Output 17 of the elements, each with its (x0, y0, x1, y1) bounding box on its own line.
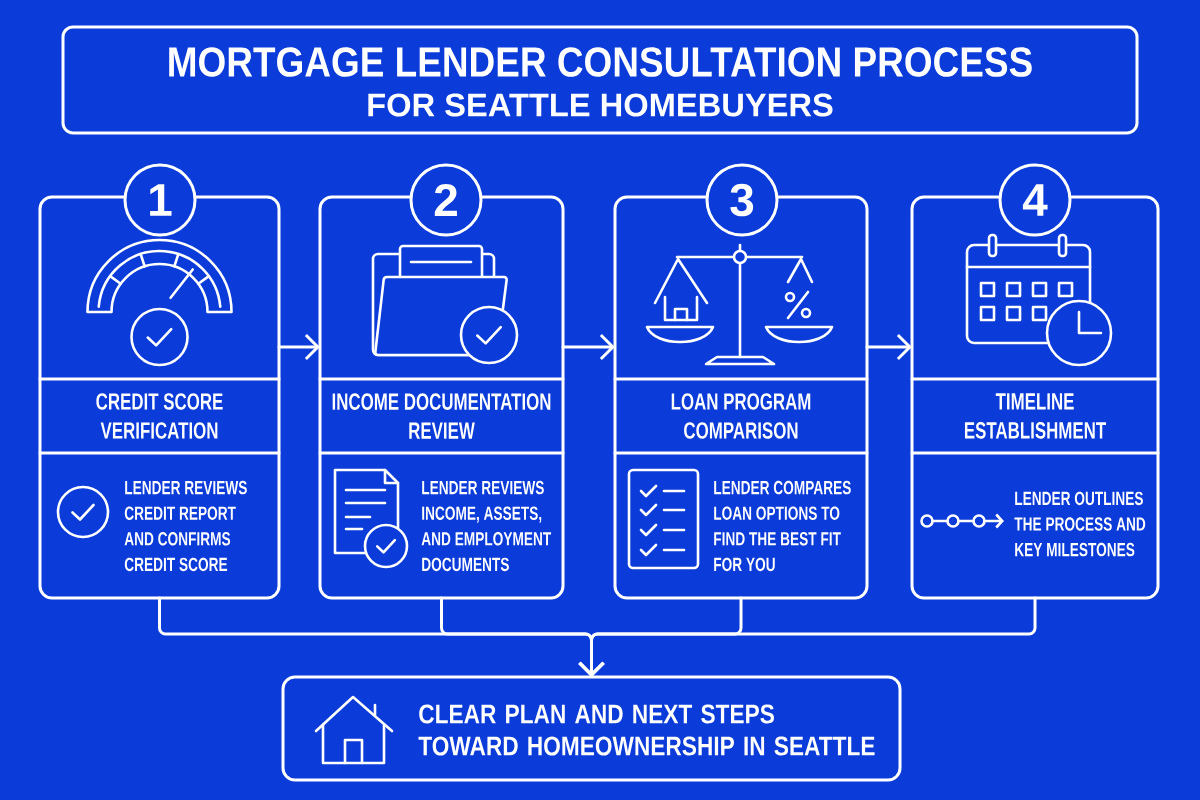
step-description: LENDER OUTLINES THE PROCESS AND KEY MILESTONES (1014, 491, 1146, 557)
result-text: CLEAR PLAN AND NEXT STEPS TOWARD HOMEOWNERSHIP IN SEATTLE (418, 704, 875, 756)
step-heading: CREDIT SCORE VERIFICATION (96, 393, 223, 439)
step-heading: TIMELINE ESTABLISHMENT (964, 393, 1106, 439)
step-heading: INCOME DOCUMENTATION REVIEW (332, 393, 551, 439)
step-heading: LOAN PROGRAM COMPARISON (671, 393, 811, 439)
arrow (277, 333, 320, 361)
arrow (561, 333, 615, 361)
step-description: LENDER REVIEWS CREDIT REPORT AND CONFIRMS CREDIT SCORE (124, 480, 247, 572)
title: MORTGAGE LENDER CONSULTATION PROCESS (169, 47, 1032, 77)
result-box (281, 675, 902, 782)
subtitle: FOR SEATTLE HOMEBUYERS (368, 93, 833, 117)
step-description: LENDER REVIEWS INCOME, ASSETS, AND EMPLOYMENT DOCUMENTS (421, 480, 552, 572)
title-banner (61, 25, 1139, 135)
arrow (578, 596, 1037, 677)
step-description: LENDER COMPARES LOAN OPTIONS TO FIND THE BEST FIT FOR YOU (714, 480, 851, 572)
arrow (865, 333, 912, 361)
